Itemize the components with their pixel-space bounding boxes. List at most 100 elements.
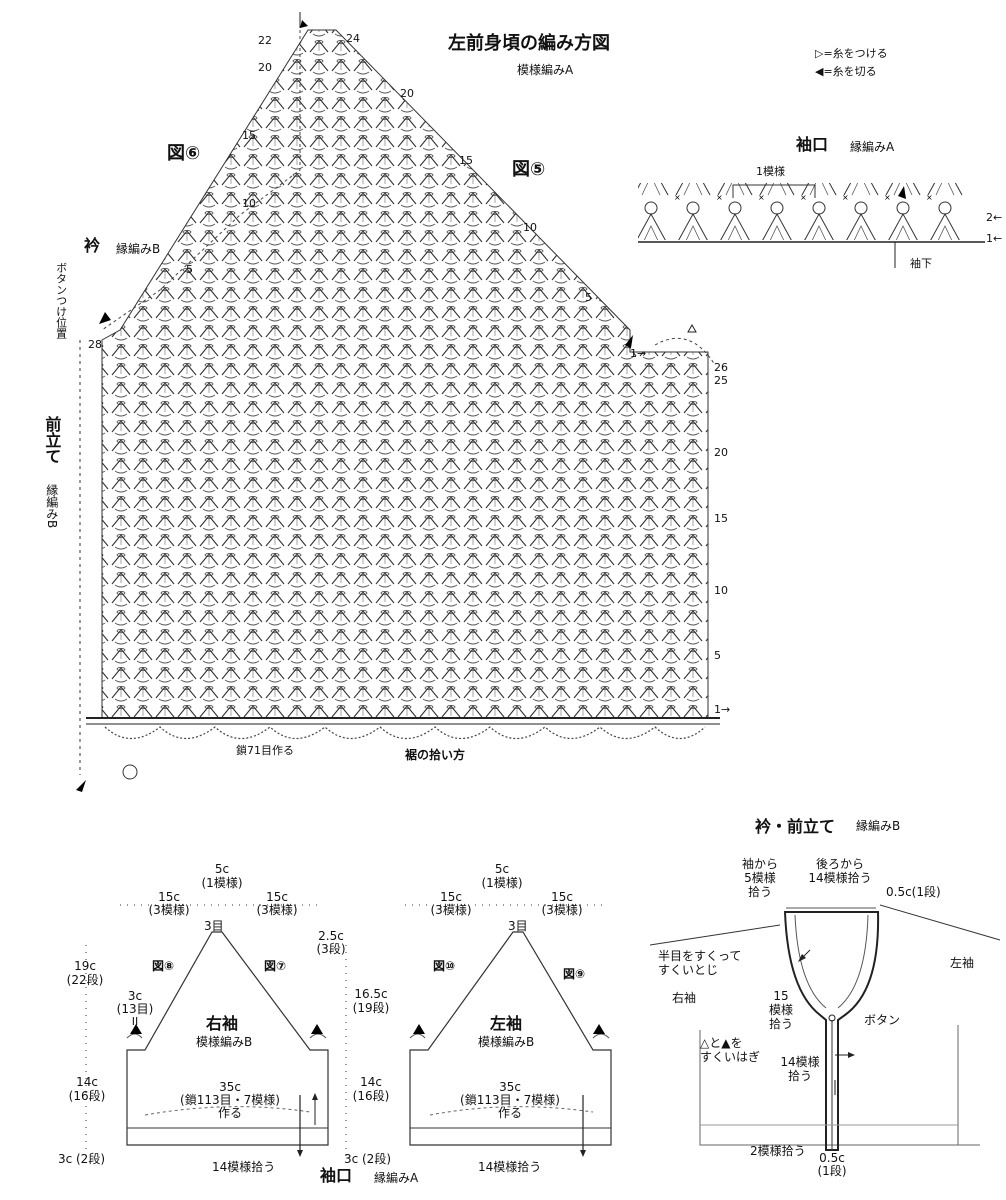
left-row-10: 10 <box>242 197 256 210</box>
ls-bot-rows: (2段) <box>362 1152 391 1166</box>
half-stitch-2: すくいとじ <box>658 963 719 977</box>
collar-diagram <box>649 904 1001 1151</box>
left-row-15: 15 <box>242 129 256 142</box>
rs-mid-cm: 14c <box>76 1075 98 1089</box>
ls-make: 作る <box>497 1106 522 1120</box>
collar-title: 衿・前立て <box>755 817 836 836</box>
collar-from-back-2: 14模様拾う <box>808 871 872 885</box>
bottom-cuff-pattern: 縁編みA <box>374 1171 419 1185</box>
pick2: 2模様拾う <box>750 1144 806 1158</box>
hem-label: 裾の拾い方 <box>405 748 466 762</box>
row-25: 25 <box>714 374 728 387</box>
ls-fig-10: 図⑩ <box>433 959 456 973</box>
rs-bot-rows: (2段) <box>76 1152 105 1166</box>
rs-left-dim-rows: (22段) <box>66 973 104 987</box>
slope-row-10: 10 <box>523 221 537 234</box>
arrow-row-1: 1→ <box>630 347 647 360</box>
ls-top-dim-cm: 2.5c <box>318 929 344 943</box>
rs-small-mark: II <box>131 1015 139 1028</box>
collar-pattern: 縁編みB <box>116 242 161 256</box>
ls-width: 35c <box>499 1080 521 1094</box>
rs-fig-7: 図⑦ <box>264 959 287 973</box>
collar-pattern-label: 縁編みB <box>856 819 901 833</box>
collar-label: 衿 <box>84 236 101 255</box>
slope-row-20: 20 <box>400 87 414 100</box>
legend-attach: ▷=糸をつける <box>815 47 888 60</box>
chart-subtitle: 模様編みA <box>517 63 574 77</box>
right-sleeve-shape <box>85 904 347 1160</box>
rs-make: 作る <box>217 1106 242 1120</box>
rs-pattern: 模様編みB <box>196 1035 253 1049</box>
chart-title: 左前身頃の編み方図 <box>448 33 610 54</box>
row-10: 10 <box>714 584 728 597</box>
collar-from-back-1: 後ろから <box>815 857 864 871</box>
rs-peak: 3目 <box>204 919 224 933</box>
figure-6-label: 図⑥ <box>167 143 201 164</box>
collar-right-sleeve: 右袖 <box>672 991 697 1005</box>
rs-small-cm: 3c <box>127 989 143 1003</box>
half-stitch-1: 半目をすくって <box>658 949 742 963</box>
rs-left-cm: 15c <box>158 890 180 904</box>
ls-title: 左袖 <box>490 1014 523 1033</box>
cuff-title: 袖口 <box>796 135 829 154</box>
collar-from-sleeve-1: 袖から <box>741 857 778 871</box>
row-26: 26 <box>714 361 728 374</box>
ls-upper-rows: (19段) <box>352 1001 390 1015</box>
ls-peak: 3目 <box>508 919 528 933</box>
rs-pick: 14模様拾う <box>212 1160 276 1174</box>
collar-from-sleeve-2: 5模様 <box>744 871 776 885</box>
collar-bottom-rows: (1段) <box>817 1164 847 1178</box>
left-row-22: 22 <box>258 34 272 47</box>
rs-title: 右袖 <box>206 1014 239 1033</box>
ls-pattern: 模様編みB <box>478 1035 535 1049</box>
rs-left-rep: (3模様) <box>148 903 190 917</box>
rs-top-cm: 5c <box>214 862 230 876</box>
rs-right-cm: 15c <box>266 890 288 904</box>
row-5: 5 <box>714 649 721 662</box>
collar-left-sleeve: 左袖 <box>950 956 975 970</box>
ls-mid-cm: 14c <box>360 1075 382 1089</box>
pick15-3: 拾う <box>768 1017 793 1031</box>
left-row-5: 5 <box>186 263 193 276</box>
ls-upper-cm: 16.5c <box>354 987 388 1001</box>
row-20: 20 <box>714 446 728 459</box>
ls-mid-rows: (16段) <box>352 1089 390 1103</box>
ls-top-cm: 5c <box>494 862 510 876</box>
rs-fig-8: 図⑧ <box>152 959 175 973</box>
legend-cut: ◀=糸を切る <box>815 65 877 78</box>
pick14-1: 14模様 <box>780 1055 820 1069</box>
rs-left-dim-cm: 19c <box>74 959 96 973</box>
row-1: 1→ <box>714 703 731 716</box>
cuff-repeat: 1模様 <box>756 165 785 178</box>
front-band-label: 前立て <box>42 416 62 464</box>
ls-right-rep: (3模様) <box>541 903 583 917</box>
left-front-body-chart <box>76 12 720 792</box>
cuff-row-1: 1← <box>986 232 1003 245</box>
rs-width: 35c <box>219 1080 241 1094</box>
under-sleeve-label: 袖下 <box>910 257 932 270</box>
rs-mid-rows: (16段) <box>68 1089 106 1103</box>
tri-join-2: すくいはぎ <box>700 1050 761 1064</box>
ls-bot-dim: 3c <box>344 1152 359 1166</box>
pick14-2: 拾う <box>787 1069 812 1083</box>
button-position-label: ボタンつけ位置 <box>54 262 68 339</box>
ls-fig-9: 図⑨ <box>563 967 586 981</box>
slope-row-5: 5 <box>585 291 592 304</box>
cuff-row-2: 2← <box>986 211 1003 224</box>
ls-width-detail: (鎖113目・7模様) <box>460 1093 560 1107</box>
button-label: ボタン <box>864 1013 901 1027</box>
rs-top-rep: (1模様) <box>201 876 243 890</box>
ls-right-cm: 15c <box>551 890 573 904</box>
ls-pick: 14模様拾う <box>478 1160 542 1174</box>
rs-width-detail: (鎖113目・7模様) <box>180 1093 280 1107</box>
tri-join-1: △と▲を <box>700 1036 743 1050</box>
rs-bot-dim: 3c <box>58 1152 73 1166</box>
slope-row-15: 15 <box>459 154 473 167</box>
cuff-pattern: 縁編みA <box>850 140 895 154</box>
front-band-pattern: 縁編みB <box>44 484 59 529</box>
ls-top-dim-rows: (3段) <box>316 942 346 956</box>
ls-left-cm: 15c <box>440 890 462 904</box>
slope-row-24: 24 <box>346 32 360 45</box>
rs-right-rep: (3模様) <box>256 903 298 917</box>
